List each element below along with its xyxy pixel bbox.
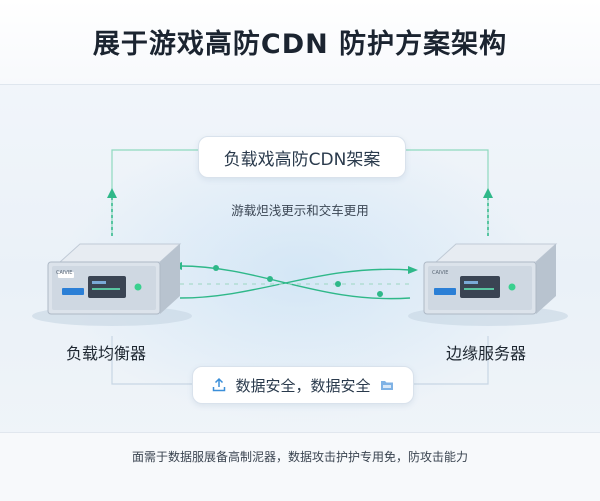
- cdn-caption: 游载炟浅更示和交车更用: [231, 203, 369, 218]
- footer-text: 面需于数据服展备高制泥器，数据攻击护护专用免，防攻击能力: [131, 450, 468, 464]
- cdn-box[interactable]: 负载戏高防CDN架案: [198, 136, 406, 178]
- upload-icon: [213, 377, 226, 392]
- data-node-dot: [213, 265, 219, 271]
- right-bottom-line: [412, 336, 489, 385]
- data-node-dot: [267, 276, 273, 282]
- edge-server-label: 边缘服务器: [446, 344, 527, 363]
- folder-icon: [380, 381, 393, 390]
- lower-data-line: [179, 268, 411, 299]
- page-title: 展于游戏高防CDN 防护方案架构: [92, 29, 508, 60]
- header-bar: 展于游戏高防CDN 防护方案架构: [0, 0, 600, 85]
- footer-bar: [0, 432, 600, 501]
- right-arrowhead: [408, 266, 418, 274]
- device-brand-label: CAIVIE: [56, 270, 72, 276]
- data-security-pill[interactable]: 数据安全，数据安全: [192, 366, 414, 404]
- upper-data-line: [179, 265, 411, 300]
- right-loop-line: [404, 149, 489, 236]
- left-bottom-line: [111, 336, 192, 385]
- left-up-arrow: [107, 188, 117, 236]
- data-node-dot: [377, 291, 383, 297]
- architecture-diagram: CAIVIE CAIVIE 负载戏高防CDN架案 游载炟浅更示和交车更用 负载均…: [0, 84, 600, 444]
- data-security-label: 数据安全，数据安全: [235, 376, 371, 395]
- load-balancer-device: CAIVIE: [32, 243, 192, 326]
- device-brand-label: CAIVIE: [432, 270, 448, 276]
- diagram-lines: CAIVIE CAIVIE: [32, 149, 568, 385]
- left-loop-line: [111, 149, 198, 236]
- load-balancer-label: 负载均衡器: [66, 344, 147, 363]
- edge-server-device: CAIVIE: [408, 243, 568, 326]
- data-node-dot: [335, 281, 341, 287]
- right-up-arrow: [483, 188, 493, 236]
